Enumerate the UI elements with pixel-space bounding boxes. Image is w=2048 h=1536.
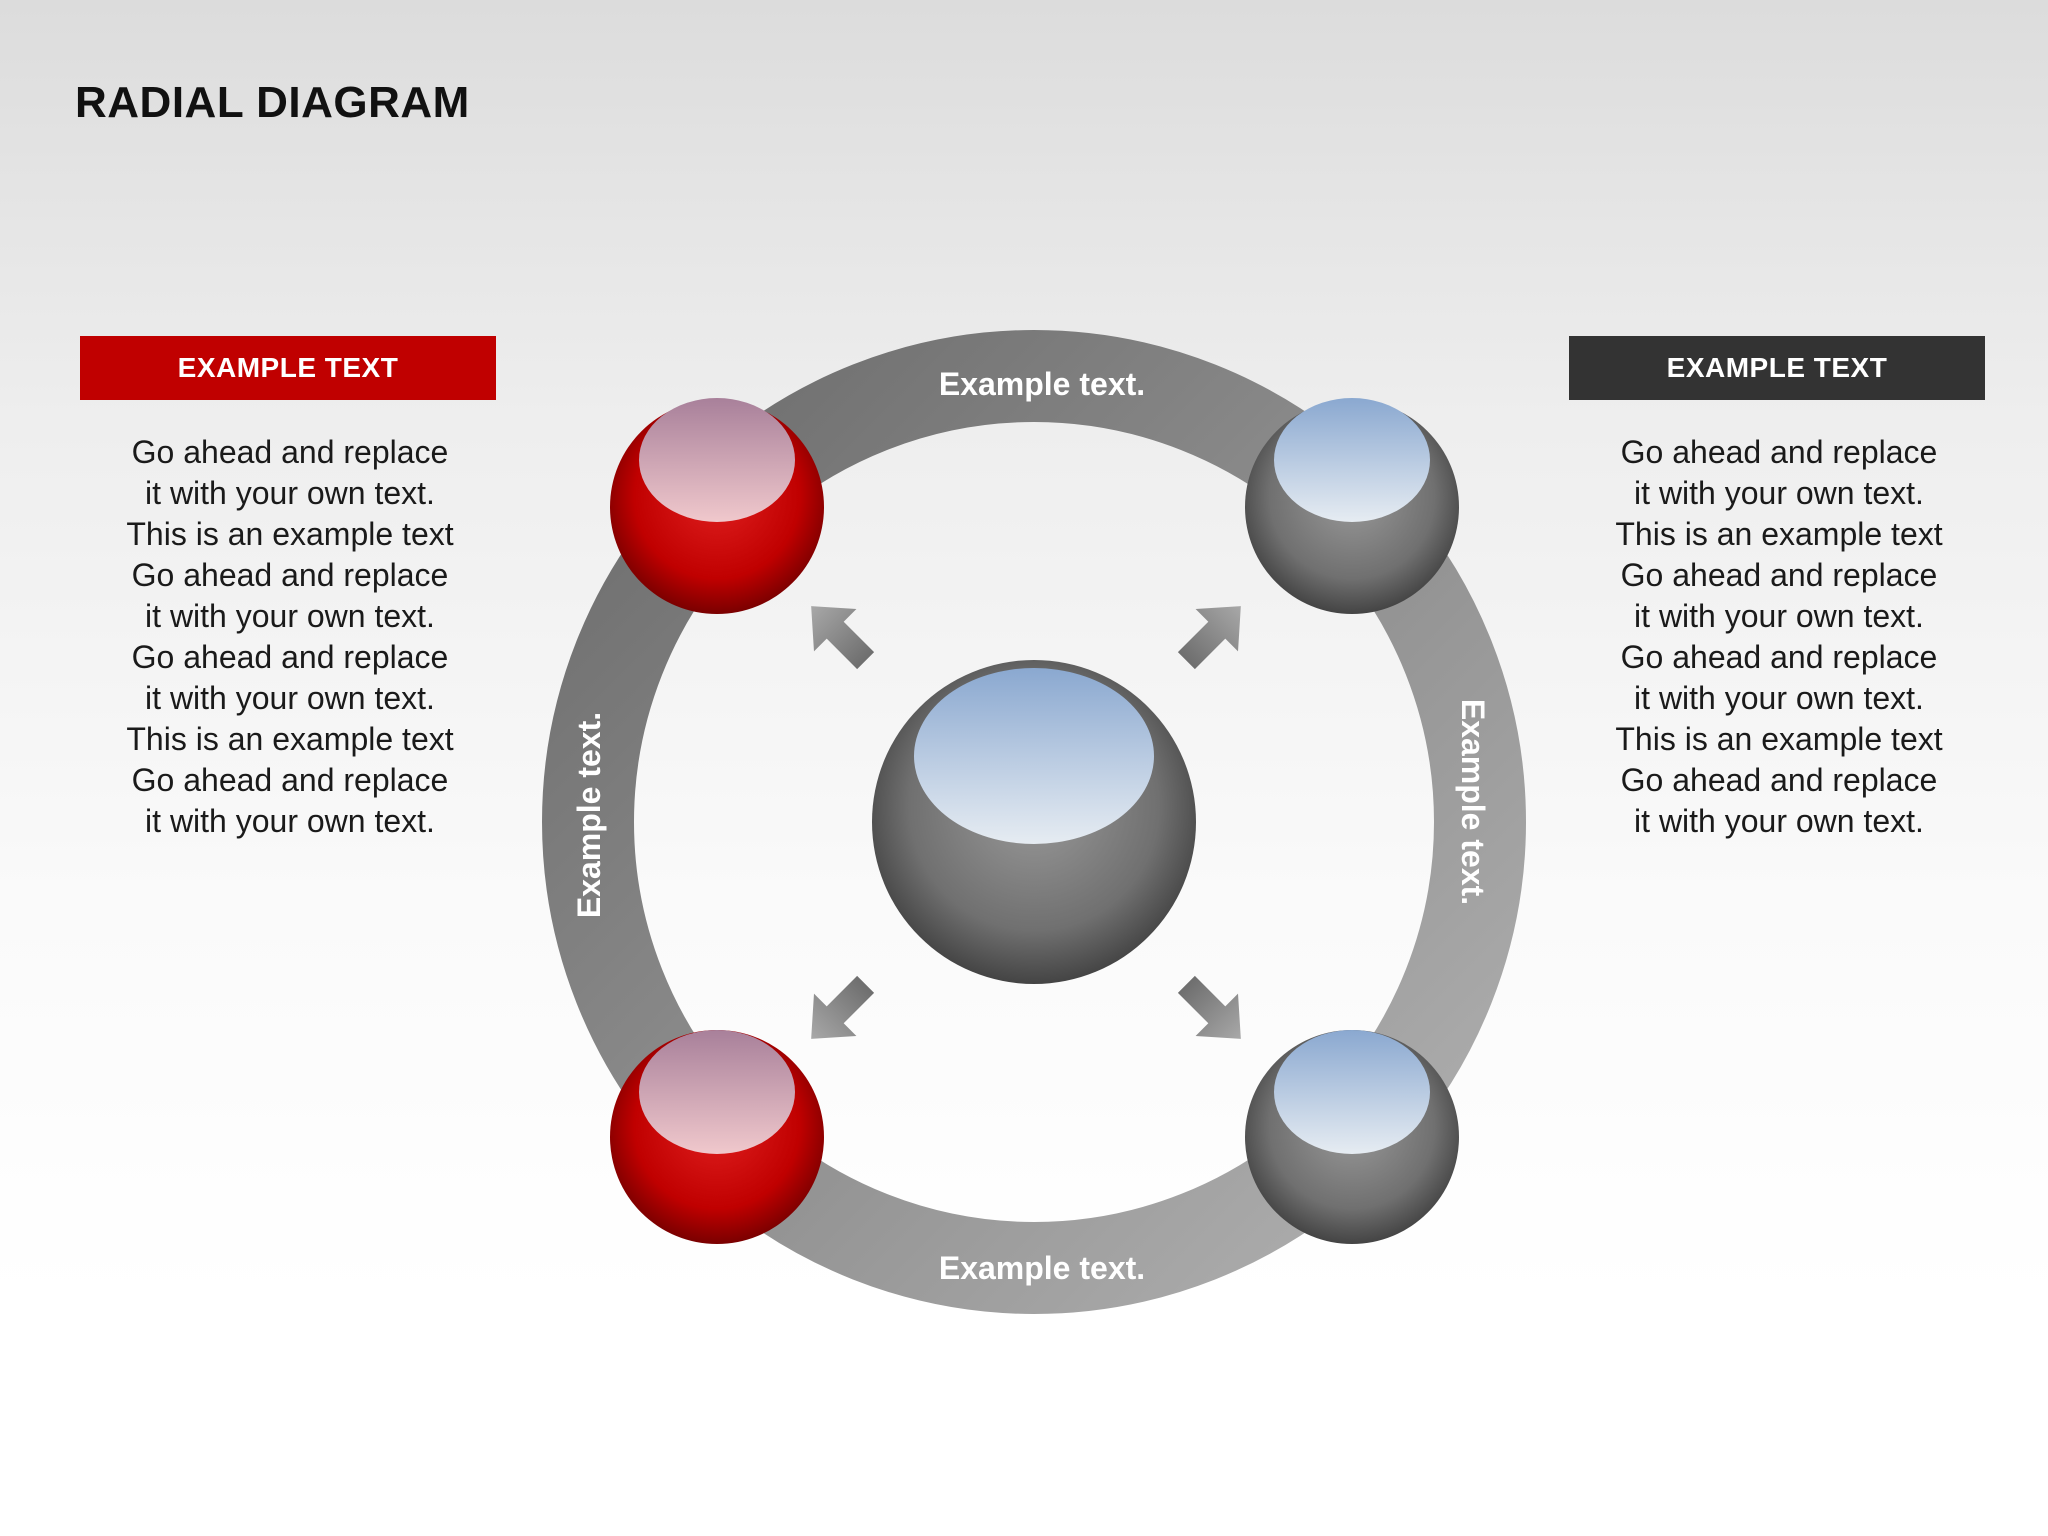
right-panel-line: This is an example text xyxy=(1615,516,1943,552)
left-panel-line: This is an example text xyxy=(126,721,454,757)
arrow-up-right-icon xyxy=(1177,606,1241,670)
right-panel-line: Go ahead and replace xyxy=(1620,434,1938,470)
left-panel-line: it with your own text. xyxy=(145,803,435,839)
arrow-down-right-icon xyxy=(1177,975,1241,1039)
right-panel-line: Go ahead and replace xyxy=(1620,557,1938,593)
ring xyxy=(542,330,1526,1314)
right-panel-line: it with your own text. xyxy=(1634,598,1924,634)
left-panel-line: Go ahead and replace xyxy=(131,639,449,675)
ring-label-right: Example text. xyxy=(1455,699,1491,905)
left-panel-line: Go ahead and replace xyxy=(131,557,449,593)
ring-label-left: Example text. xyxy=(571,712,607,918)
left-panel-line: Go ahead and replace xyxy=(131,762,449,798)
arrow-up-left-icon xyxy=(811,606,875,670)
node-bottom-left xyxy=(610,1030,824,1244)
page-title: RADIAL DIAGRAM xyxy=(75,78,470,127)
left-panel-line: it with your own text. xyxy=(145,680,435,716)
right-panel-line: it with your own text. xyxy=(1634,803,1924,839)
node-top-left xyxy=(610,398,824,614)
left-panel-line: This is an example text xyxy=(126,516,454,552)
node-top-right xyxy=(1245,398,1459,614)
node-bottom-right xyxy=(1245,1030,1459,1244)
right-panel-line: Go ahead and replace xyxy=(1620,639,1938,675)
center-node xyxy=(872,660,1196,984)
left-panel-line: it with your own text. xyxy=(145,598,435,634)
left-panel-line: Go ahead and replace xyxy=(131,434,449,470)
right-panel-header: EXAMPLE TEXT xyxy=(1569,336,1985,400)
right-panel-body: Go ahead and replace it with your own te… xyxy=(1569,432,1989,842)
arrow-down-left-icon xyxy=(811,975,875,1039)
right-panel-line: it with your own text. xyxy=(1634,475,1924,511)
ring-label-bottom: Example text. xyxy=(939,1250,1145,1286)
right-panel-line: Go ahead and replace xyxy=(1620,762,1938,798)
right-panel-line: This is an example text xyxy=(1615,721,1943,757)
ring-label-top: Example text. xyxy=(939,366,1145,402)
right-panel-line: it with your own text. xyxy=(1634,680,1924,716)
left-panel-header: EXAMPLE TEXT xyxy=(80,336,496,400)
left-panel-body: Go ahead and replace it with your own te… xyxy=(80,432,500,842)
left-panel-line: it with your own text. xyxy=(145,475,435,511)
